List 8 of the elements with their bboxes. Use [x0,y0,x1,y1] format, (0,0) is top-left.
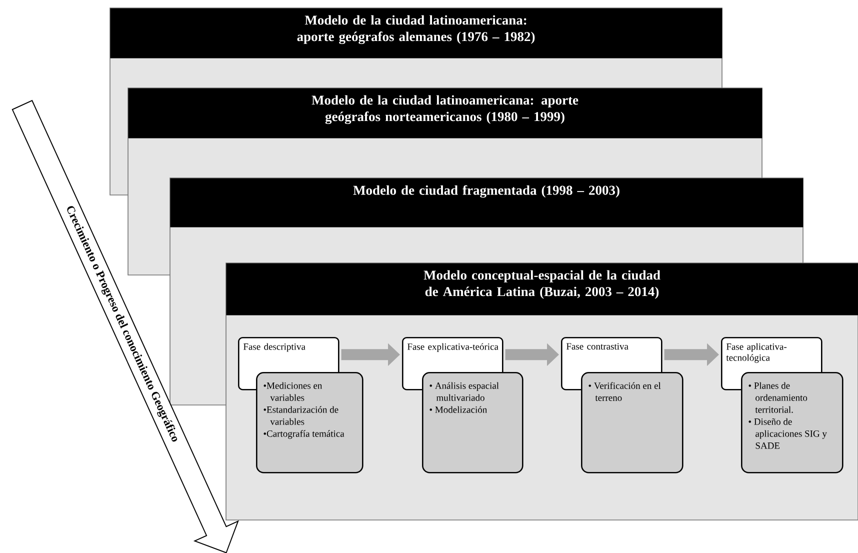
bullet-box: • Verificación en el terreno [581,372,684,474]
card-header: Modelo de ciudad fragmentada (1998 – 2003) [170,178,804,228]
card-header: Modelo de la ciudad latinoamericana: aporte geógrafos alemanes (1976 – 1982) [110,8,722,58]
bullet-box: • Planes de ordenamiento territorial. • Diseño de aplicaciones SIG y SADE [741,372,844,474]
card-header: Modelo de la ciudad latinoamericana: aporte geógrafos norteamericanos (1980 – 1999) [128,88,762,138]
card-header: Modelo conceptual-espacial de la ciudad de América Latina (Buzai, 2003 – 2014) [226,263,858,316]
bullet-box: • Análisis espacial multivariado • Modelización [422,372,524,474]
bullet-box: •Mediciones en variables •Estandarización de variables •Cartografía temática [256,372,364,474]
